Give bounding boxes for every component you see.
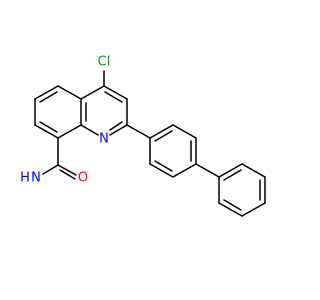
- bond-C3-C4-inner: [104, 91, 123, 103]
- bond-C7-C8-inner: [39, 121, 58, 133]
- molecule-drawing: Cl N O N H: [20, 55, 266, 217]
- bond-N1-C2-inner: [109, 121, 123, 131]
- bonds: [34, 70, 266, 217]
- bond-C7-C8: [34, 124, 59, 139]
- ring-nitrogen-label: N: [99, 132, 109, 147]
- bond-C8-C8a: [57, 124, 82, 139]
- bond-Camide-O-double: [59, 169, 76, 180]
- bond-ring1-e-inner: [154, 160, 173, 172]
- bond-ring1-e: [149, 163, 174, 178]
- bond-ring2-a: [218, 163, 243, 178]
- oxygen-label: O: [78, 171, 88, 186]
- chlorine-label: Cl: [98, 55, 111, 70]
- bond-C5-C6-inner: [39, 91, 58, 103]
- structure-canvas: Cl N O N H: [20, 55, 266, 217]
- bond-N1-C2: [109, 124, 128, 136]
- amide-hydrogen-label: H: [20, 171, 30, 186]
- bond-C4a-C5: [57, 85, 82, 100]
- bond-C2-Cipso: [126, 124, 151, 139]
- bond-ring1-a-inner: [154, 130, 173, 142]
- bond-ring2-b: [241, 163, 266, 178]
- amide-nitrogen-label: N: [31, 171, 41, 186]
- bond-Camide-O: [57, 164, 77, 176]
- bond-ring1-a: [149, 124, 174, 139]
- atom-labels: Cl N O N H: [20, 55, 110, 186]
- bond-C4-C4a: [80, 85, 105, 100]
- bond-ring1-b: [172, 124, 197, 139]
- bond-C3-C4: [103, 85, 128, 100]
- bond-C8a-N1: [80, 124, 99, 136]
- bond-ring2-e-inner: [223, 199, 242, 211]
- bond-Camide-N: [42, 164, 59, 175]
- bond-ring1-d: [172, 163, 197, 178]
- bond-biaryl-link: [195, 163, 220, 178]
- bond-ring2-d: [241, 202, 266, 217]
- bond-C5-C6: [34, 85, 59, 100]
- bond-ring2-a-inner: [223, 169, 242, 181]
- bond-ring2-e: [218, 202, 243, 217]
